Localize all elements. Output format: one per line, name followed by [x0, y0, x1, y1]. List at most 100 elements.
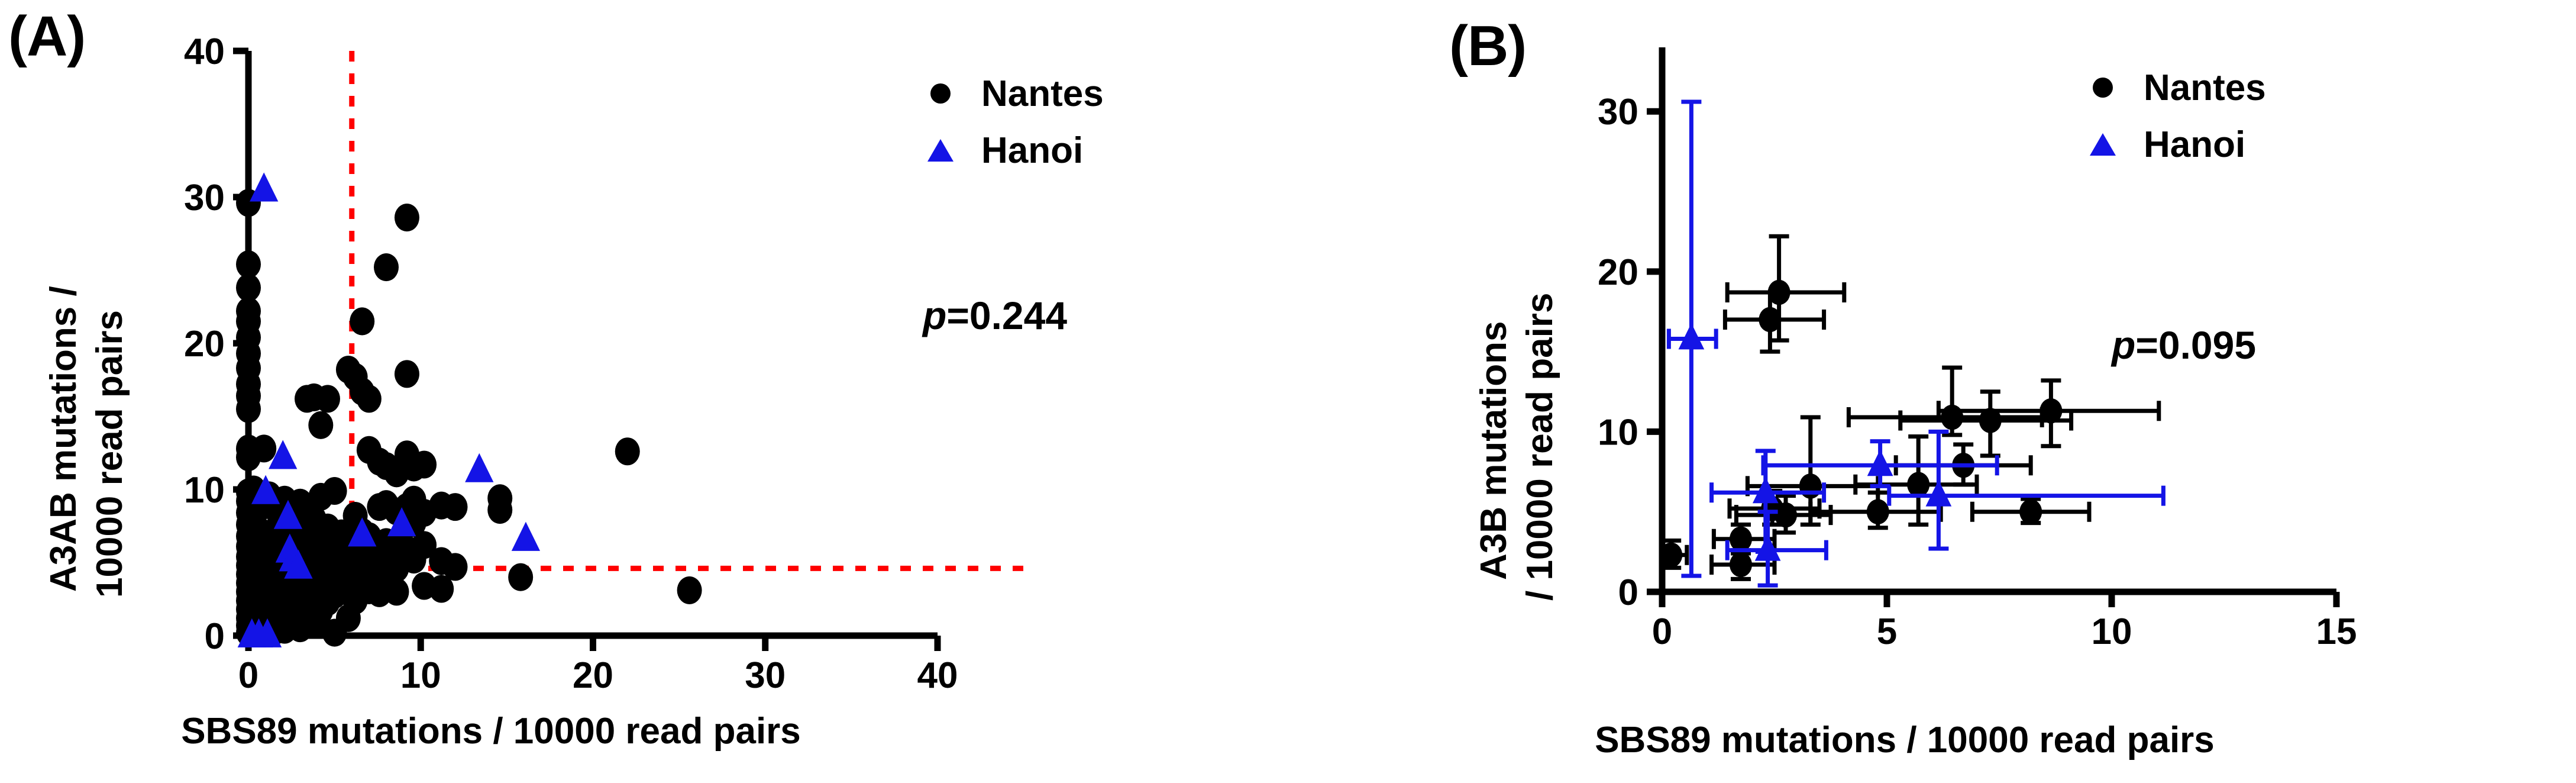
panel-a: (A) A3AB mutations / 10000 read pairs SB…	[8, 5, 1104, 752]
x-tick-label: 10	[400, 655, 441, 696]
data-point-circle	[2019, 499, 2042, 524]
data-point-circle	[412, 531, 437, 559]
triangle-marker-icon	[920, 139, 961, 162]
data-point-triangle	[284, 549, 313, 579]
legend-item-nantes: Nantes	[2082, 59, 2266, 116]
data-point-circle	[350, 307, 375, 336]
data-point-circle	[1979, 408, 2002, 433]
y-tick-label: 40	[184, 31, 225, 72]
data-point-circle	[615, 437, 640, 466]
panel-a-plot-area: 0 10 20 30 40 0 10 20 30 40	[184, 31, 1032, 696]
data-point-circle	[394, 360, 419, 388]
data-point-circle	[315, 385, 340, 413]
data-point-triangle	[1867, 449, 1893, 476]
panel-b-pvalue: p=0.095	[2112, 323, 2256, 368]
x-tick-label: 0	[1652, 611, 1672, 652]
legend-item-hanoi: Hanoi	[2082, 116, 2266, 173]
legend-label-hanoi: Hanoi	[2144, 124, 2246, 165]
data-point-triangle	[253, 618, 282, 647]
data-point-triangle	[348, 517, 377, 547]
x-tick-label: 10	[2092, 611, 2132, 652]
data-point-circle	[677, 576, 702, 604]
panel-b-pvalue-number: =0.095	[2135, 323, 2257, 367]
legend-item-hanoi: Hanoi	[920, 122, 1104, 179]
data-point-circle	[308, 411, 334, 439]
data-point-triangle	[511, 521, 541, 551]
y-tick-label: 0	[205, 616, 225, 657]
axes	[1659, 47, 2336, 595]
x-tick-label: 40	[917, 655, 958, 696]
panel-a-pvalue: p=0.244	[923, 293, 1067, 338]
data-point-circle	[384, 578, 409, 606]
data-point-circle	[1907, 472, 1930, 497]
y-tick-label: 30	[184, 178, 225, 218]
y-tick-label: 10	[1598, 412, 1638, 453]
data-point-triangle	[250, 172, 279, 202]
data-point-circle	[442, 553, 468, 581]
data-point-circle	[374, 253, 399, 282]
legend-label-hanoi: Hanoi	[981, 130, 1084, 171]
x-tick-label: 0	[238, 655, 258, 696]
data-point-triangle	[1925, 480, 1952, 507]
panel-a-legend: Nantes Hanoi	[920, 65, 1104, 179]
panel-b-y-axis-title-line1: A3B mutations	[1473, 321, 1514, 580]
x-tick-label: 30	[745, 655, 786, 696]
data-point-triangle	[1678, 323, 1705, 350]
data-point-circle	[236, 395, 261, 423]
data-point-circle	[356, 385, 382, 413]
triangle-marker-icon	[2082, 133, 2123, 156]
data-point-circle	[1660, 542, 1683, 568]
data-point-triangle	[273, 500, 303, 529]
panel-a-pvalue-symbol: p	[923, 294, 947, 337]
data-point-circle	[322, 476, 347, 505]
data-point-circle	[1759, 307, 1782, 333]
data-point-circle	[1941, 404, 1964, 430]
legend-item-nantes: Nantes	[920, 65, 1104, 122]
data-point-circle	[1775, 502, 1797, 528]
data-point-circle	[251, 434, 277, 463]
data-point-circle	[412, 450, 437, 479]
panel-b-pvalue-symbol: p	[2112, 323, 2136, 367]
data-point-circle	[236, 273, 261, 302]
panel-a-y-axis-title-line2: 10000 read pairs	[89, 310, 130, 598]
y-tick-label: 20	[184, 324, 225, 365]
legend-label-nantes: Nantes	[2144, 67, 2266, 108]
y-tick-label: 30	[1598, 92, 1638, 133]
data-point-circle	[442, 493, 468, 521]
series-hanoi	[237, 172, 541, 647]
data-point-circle	[236, 250, 261, 279]
y-tick-label: 10	[184, 470, 225, 511]
panel-b-x-axis-title: SBS89 mutations / 10000 read pairs	[1595, 720, 2215, 761]
data-point-triangle	[251, 475, 280, 504]
panel-a-pvalue-number: =0.244	[946, 294, 1068, 337]
panel-b: (B) A3B mutations / 10000 read pairs SBS…	[1355, 0, 2576, 783]
series-hanoi	[1666, 99, 2165, 588]
panel-b-legend: Nantes Hanoi	[2082, 59, 2266, 173]
data-point-triangle	[1754, 534, 1781, 561]
x-tick-label: 15	[2316, 611, 2357, 652]
data-point-circle	[508, 563, 534, 591]
data-point-circle	[429, 575, 454, 603]
data-point-circle	[487, 496, 513, 524]
data-point-circle	[2040, 398, 2063, 424]
legend-label-nantes: Nantes	[981, 73, 1104, 114]
data-point-circle	[1730, 526, 1752, 552]
series-nantes	[1660, 234, 2161, 581]
panel-a-letter: (A)	[8, 5, 86, 68]
panel-a-y-axis-title-line1: A3AB mutations /	[43, 286, 84, 592]
data-point-circle	[394, 204, 419, 232]
data-point-circle	[1730, 552, 1752, 578]
panel-a-x-axis-title: SBS89 mutations / 10000 read pairs	[181, 711, 801, 752]
circle-marker-icon	[2082, 78, 2123, 98]
circle-marker-icon	[920, 83, 961, 104]
panel-b-letter: (B)	[1449, 14, 1527, 78]
data-point-circle	[1799, 473, 1822, 499]
data-point-triangle	[269, 440, 298, 469]
data-point-triangle	[387, 507, 416, 537]
x-tick-label: 20	[573, 655, 613, 696]
data-point-triangle	[1752, 476, 1779, 504]
data-point-circle	[1866, 499, 1889, 524]
y-tick-label: 20	[1598, 252, 1638, 293]
